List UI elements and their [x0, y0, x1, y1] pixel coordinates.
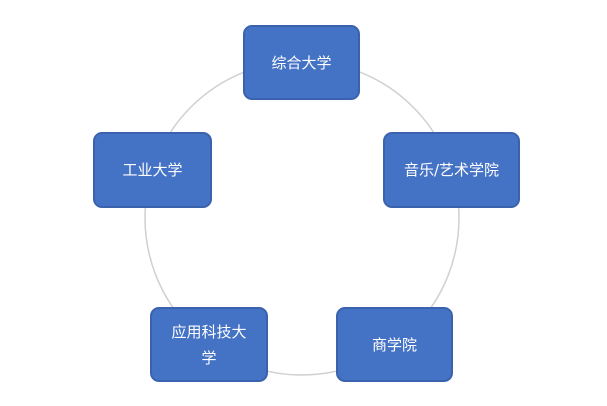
node-label: 工业大学 — [122, 161, 183, 179]
node-applied-science-university: 应用科技大学 — [150, 307, 268, 382]
node-label: 综合大学 — [271, 53, 332, 72]
node-technical-university: 工业大学 — [93, 132, 212, 208]
node-business-school: 商学院 — [336, 307, 453, 382]
node-label: 商学院 — [371, 335, 417, 354]
node-music-art-college: 音乐/艺术学院 — [383, 132, 520, 208]
node-comprehensive-university: 综合大学 — [243, 25, 360, 100]
node-label: 音乐/艺术学院 — [403, 161, 500, 179]
node-label: 应用科技大学 — [171, 322, 247, 367]
